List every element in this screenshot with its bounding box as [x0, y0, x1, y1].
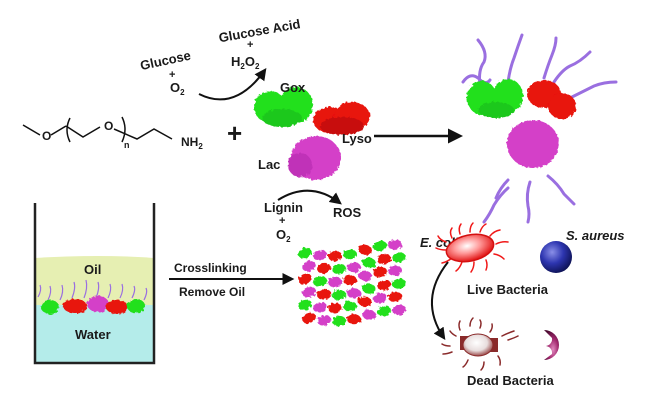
repeat-oxygen: O	[104, 119, 113, 133]
network-enzyme	[332, 315, 346, 326]
dead-bacteria-label: Dead Bacteria	[467, 373, 554, 388]
lyso-label: Lyso	[342, 131, 372, 146]
plus-symbol: +	[247, 39, 253, 51]
ros-label: ROS	[333, 205, 362, 220]
remove-oil-label: Remove Oil	[179, 285, 245, 299]
network-enzyme	[373, 240, 387, 252]
network-enzyme	[392, 252, 406, 263]
network-enzyme	[313, 302, 327, 313]
water-label: Water	[75, 327, 111, 342]
network-enzyme	[377, 305, 391, 317]
network-enzyme	[302, 260, 316, 272]
oxygen-label: O2	[170, 80, 185, 97]
network-enzyme	[298, 247, 312, 259]
lac-enzyme	[288, 136, 341, 180]
lyso-enzyme	[313, 102, 370, 135]
network-enzyme	[377, 279, 391, 291]
network-enzyme	[388, 291, 402, 302]
enzyme-group-free: Gox Lyso Lac	[254, 80, 463, 180]
network-enzyme	[362, 257, 376, 268]
network-enzyme	[347, 288, 361, 299]
dead-ecoli-icon	[441, 317, 519, 371]
beaker: Oil Water	[33, 203, 156, 365]
network-enzyme	[343, 249, 357, 260]
network-enzyme	[343, 275, 357, 286]
network-enzyme	[317, 315, 331, 326]
bacteria-panel: E. coli S. aureus Live Bacteria	[420, 222, 625, 388]
lac-enzyme	[507, 120, 559, 168]
network-enzyme	[313, 250, 327, 261]
saureus-label: S. aureus	[566, 228, 625, 243]
network-enzyme	[347, 262, 361, 273]
network-enzyme	[388, 265, 402, 276]
lac-reaction-arrow	[277, 189, 342, 205]
hydrogen-peroxide-label: H2O2	[231, 54, 260, 71]
network-enzyme	[332, 263, 346, 274]
gox-enzyme	[467, 79, 523, 118]
repeat-n-subscript: n	[124, 140, 130, 150]
network-enzyme	[347, 314, 361, 325]
pegylated-enzyme-complex	[461, 33, 618, 224]
network-enzyme	[388, 239, 402, 250]
oil-phase	[35, 256, 154, 305]
methoxy-oxygen: O	[42, 129, 51, 143]
network-enzyme	[362, 309, 376, 320]
crosslinking-label: Crosslinking	[174, 261, 247, 275]
amine-group: NH2	[181, 135, 203, 151]
network-enzyme	[317, 289, 331, 300]
gox-enzyme	[254, 87, 313, 127]
network-enzyme	[373, 292, 387, 304]
network-enzyme	[358, 244, 372, 255]
network-enzyme	[343, 301, 357, 312]
network-enzyme	[317, 263, 331, 274]
glucose-acid-label: Glucose Acid	[218, 16, 302, 45]
network-enzyme	[328, 250, 342, 261]
lignin-label: Lignin	[264, 200, 303, 215]
live-ecoli-icon	[435, 222, 509, 273]
network-enzyme	[358, 270, 372, 281]
network-enzyme	[302, 312, 316, 324]
crosslinked-enzyme-network	[298, 239, 406, 326]
gox-reaction-arrow	[198, 68, 267, 101]
plus-symbol: +	[169, 69, 175, 81]
network-enzyme	[298, 299, 312, 311]
lac-reaction: Lignin + O2 ROS	[264, 189, 362, 244]
network-enzyme	[298, 273, 312, 285]
network-enzyme	[392, 304, 406, 315]
killing-arrow	[431, 261, 449, 340]
network-enzyme	[362, 283, 376, 294]
beaker-walls	[33, 203, 156, 365]
glucose-label: Glucose	[139, 48, 192, 73]
interface-enzymes	[41, 296, 145, 314]
network-enzyme	[328, 276, 342, 287]
gox-reaction: Glucose + O2 Glucose Acid + H2O2	[139, 16, 302, 101]
plus-sign: +	[227, 118, 242, 148]
dead-saureus-icon	[544, 330, 559, 360]
peg-chains	[461, 33, 618, 224]
mpeg-nh2-structure: O O n NH2	[22, 116, 203, 151]
live-bacteria-label: Live Bacteria	[467, 282, 549, 297]
network-enzyme	[328, 302, 342, 313]
crosslinking-step: Crosslinking Remove Oil	[169, 261, 295, 299]
oxygen-label: O2	[276, 227, 291, 244]
network-enzyme	[392, 278, 406, 289]
lyso-enzyme	[527, 80, 576, 119]
network-enzyme	[373, 266, 387, 278]
water-phase	[35, 305, 154, 363]
live-saureus-icon	[540, 241, 572, 273]
network-enzyme	[313, 276, 327, 287]
gox-label: Gox	[280, 80, 306, 95]
network-enzyme	[377, 253, 391, 265]
network-enzyme	[332, 289, 346, 300]
network-enzyme	[358, 296, 372, 307]
lac-label: Lac	[258, 157, 280, 172]
plus-symbol: +	[279, 215, 285, 227]
network-enzyme	[302, 286, 316, 298]
oil-label: Oil	[84, 262, 101, 277]
